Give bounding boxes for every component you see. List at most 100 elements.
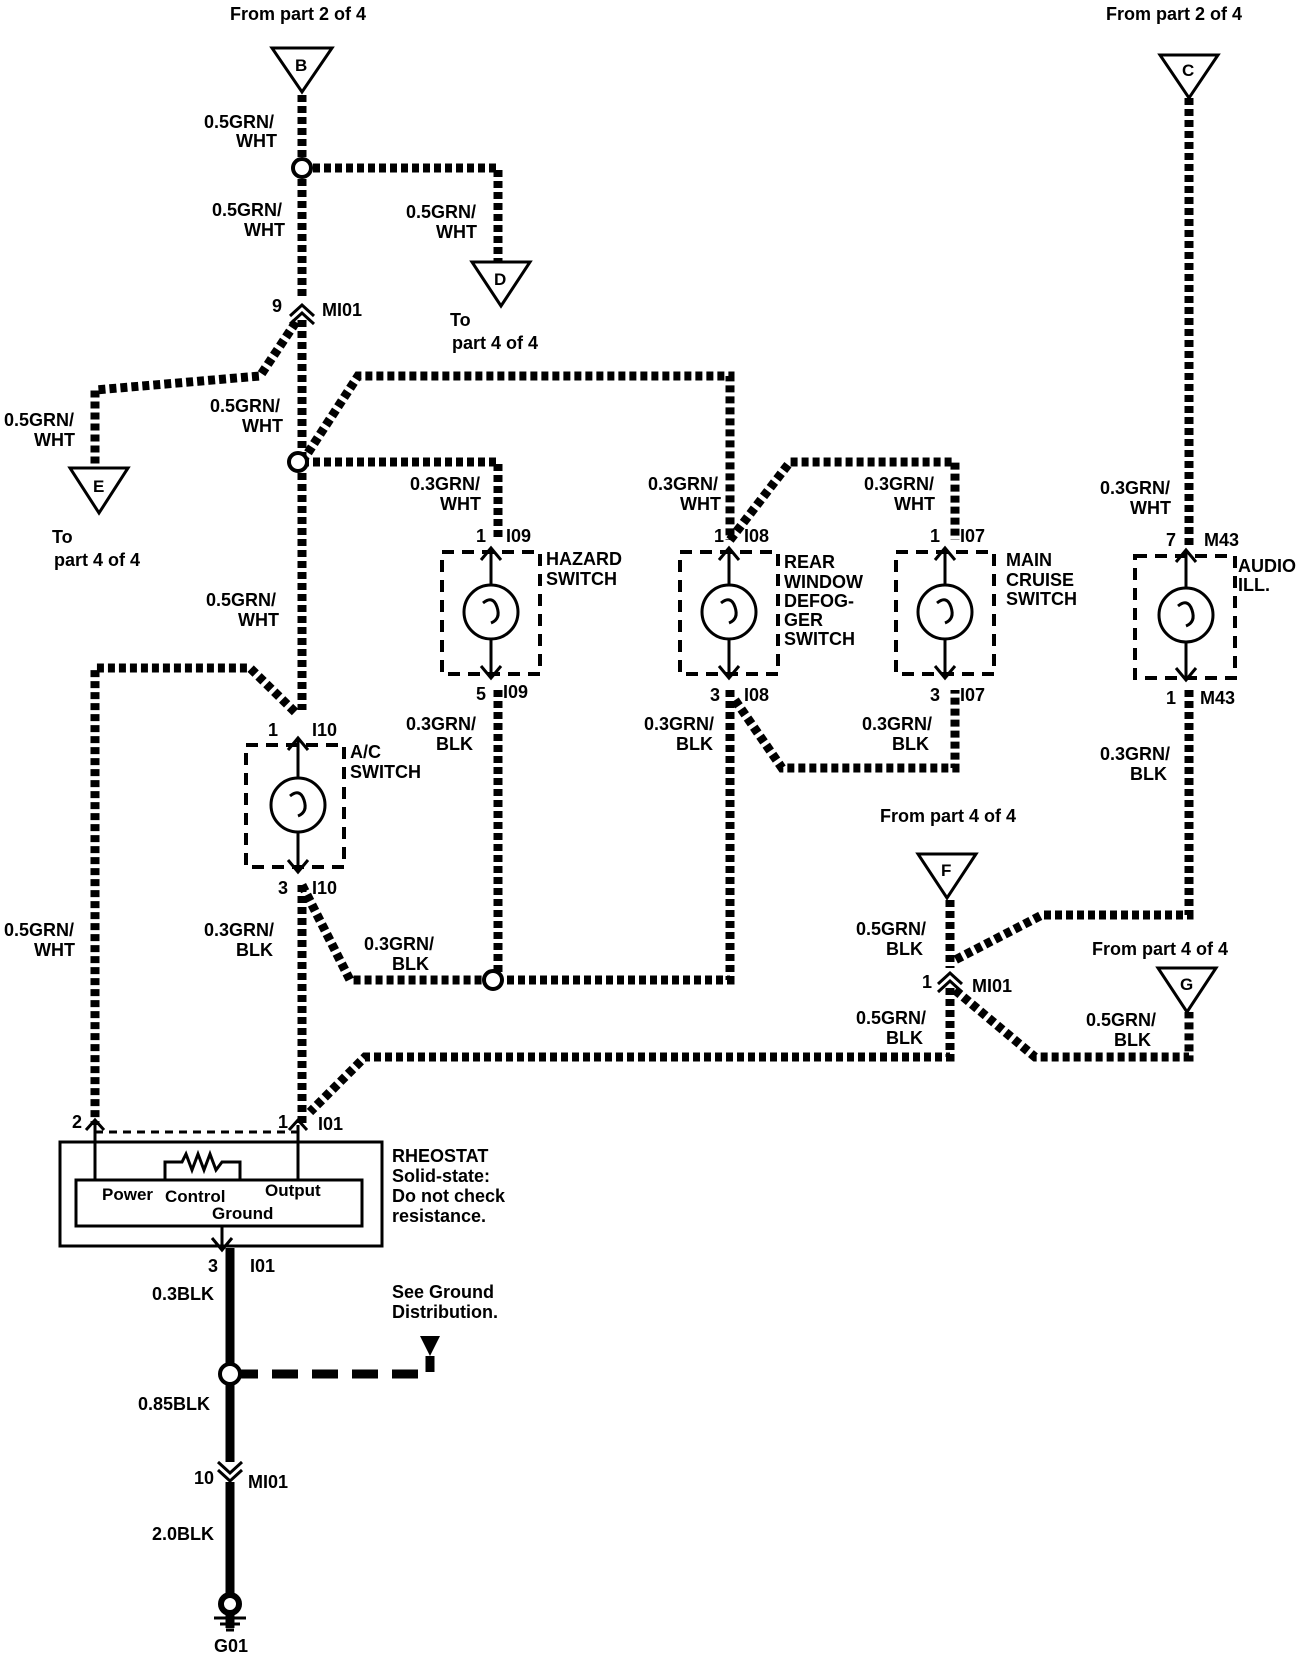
svg-text:BLK: BLK: [236, 940, 273, 960]
rheostat: Power Control Output Ground: [58, 1117, 384, 1253]
svg-text:WHT: WHT: [894, 494, 935, 514]
pin-i08-bot: I08: [744, 685, 769, 705]
wire-label-w17: 0.3GRN/BLK: [364, 934, 434, 974]
rear-window-label-2: WINDOW: [784, 572, 863, 592]
svg-text:0.5GRN/: 0.5GRN/: [4, 410, 74, 430]
svg-text:WHT: WHT: [436, 222, 477, 242]
to-part-e: part 4 of 4: [54, 550, 140, 570]
connector-e: E: [67, 466, 131, 516]
svg-text:0.5GRN/: 0.5GRN/: [4, 920, 74, 940]
svg-text:Distribution.: Distribution.: [392, 1302, 498, 1322]
pin-i09-bot-num: 5: [476, 684, 486, 704]
wire-label-w5: 0.5GRN/WHT: [210, 396, 283, 436]
connector-d: D: [469, 260, 533, 309]
svg-text:BLK: BLK: [436, 734, 473, 754]
pin-i09-bot: I09: [503, 682, 528, 702]
rheostat-ground: Ground: [212, 1204, 273, 1223]
pin-mi01-bot: MI01: [248, 1472, 288, 1492]
pin-i07-bot-num: 3: [930, 685, 940, 705]
rear-window-label-3: DEFOG-: [784, 591, 854, 611]
svg-text:0.3GRN/: 0.3GRN/: [406, 714, 476, 734]
pin-m43-bot: M43: [1200, 688, 1235, 708]
svg-text:WHT: WHT: [34, 430, 75, 450]
pin-i01-top: I01: [318, 1114, 343, 1134]
svg-text:C: C: [1182, 61, 1194, 80]
svg-text:0.3GRN/: 0.3GRN/: [410, 474, 480, 494]
audio-illumination: [1133, 547, 1237, 683]
pin-i01-2: 2: [72, 1112, 82, 1132]
to-label-d: To: [450, 310, 471, 330]
svg-text:D: D: [494, 270, 506, 289]
wire-label-w18: 0.5GRN/BLK: [856, 919, 926, 959]
header-from-part2-left: From part 2 of 4: [230, 4, 366, 24]
pin-mi01-top-num: 9: [272, 296, 282, 316]
wire-label-w20: 0.5GRN/BLK: [1086, 1010, 1156, 1050]
wire-label-w11: 0.3GRN/BLK: [406, 714, 476, 754]
wire-label-w9: 0.3GRN/WHT: [864, 474, 935, 514]
splice-bottom: [482, 969, 504, 991]
header-from-part2-right: From part 2 of 4: [1106, 4, 1242, 24]
hazard-label-2: SWITCH: [546, 569, 617, 589]
svg-text:BLK: BLK: [1114, 1030, 1151, 1050]
pin-i01-bot: I01: [250, 1256, 275, 1276]
rear-window-label-4: GER: [784, 610, 823, 630]
svg-text:0.5GRN/: 0.5GRN/: [856, 1008, 926, 1028]
pin-i01-1: 1: [278, 1112, 288, 1132]
rheostat-note-3: resistance.: [392, 1206, 486, 1226]
connector-f: F: [915, 852, 979, 901]
audio-label-1: AUDIO: [1238, 556, 1296, 576]
pin-m43-top-num: 7: [1166, 530, 1176, 550]
wire-label-w12: 0.3GRN/BLK: [644, 714, 714, 754]
svg-text:E: E: [93, 477, 104, 496]
svg-text:BLK: BLK: [392, 954, 429, 974]
connector-c: C: [1157, 53, 1221, 101]
wire-label-blk1: 0.3BLK: [152, 1284, 214, 1304]
pin-i08-bot-num: 3: [710, 685, 720, 705]
svg-text:0.3GRN/: 0.3GRN/: [644, 714, 714, 734]
pin-i01-3: 3: [208, 1256, 218, 1276]
pin-i08-top: I08: [744, 526, 769, 546]
svg-text:0.5GRN/: 0.5GRN/: [204, 112, 274, 132]
svg-text:BLK: BLK: [886, 939, 923, 959]
inline-connector-mi01-mid: [936, 970, 964, 994]
svg-text:0.5GRN/: 0.5GRN/: [206, 590, 276, 610]
pin-i10-bot-num: 3: [278, 878, 288, 898]
wire-label-w14: 0.3GRN/BLK: [1100, 744, 1170, 784]
pin-i10-top-num: 1: [268, 720, 278, 740]
ground-label: G01: [214, 1636, 248, 1656]
inline-connector-mi01-bottom: [216, 1460, 244, 1484]
svg-text:0.5GRN/: 0.5GRN/: [212, 200, 282, 220]
svg-text:0.3GRN/: 0.3GRN/: [862, 714, 932, 734]
rheostat-output: Output: [265, 1181, 321, 1200]
header-from-part4-g: From part 4 of 4: [1092, 939, 1228, 959]
audio-label-2: ILL.: [1238, 575, 1270, 595]
pin-mi01-mid: MI01: [972, 976, 1012, 996]
svg-text:0.5GRN/: 0.5GRN/: [856, 919, 926, 939]
wire-label-w3: 0.5GRN/WHT: [406, 202, 477, 242]
svg-text:0.3GRN/: 0.3GRN/: [364, 934, 434, 954]
rear-window-label-1: REAR: [784, 552, 835, 572]
wire-label-w15: 0.5GRN/WHT: [4, 920, 75, 960]
ac-label-1: A/C: [350, 742, 381, 762]
pin-i07-top-num: 1: [930, 526, 940, 546]
wires-grn-wht: [90, 95, 1194, 1125]
svg-text:BLK: BLK: [892, 734, 929, 754]
svg-text:BLK: BLK: [886, 1028, 923, 1048]
wire-label-w6: 0.5GRN/WHT: [206, 590, 279, 630]
splice-ground: [218, 1362, 242, 1386]
wire-label-w13: 0.3GRN/BLK: [862, 714, 932, 754]
svg-text:WHT: WHT: [236, 131, 277, 151]
wire-label-blk2: 0.85BLK: [138, 1394, 210, 1414]
pin-i10-bot: I10: [312, 878, 337, 898]
svg-text:0.3GRN/: 0.3GRN/: [1100, 478, 1170, 498]
svg-text:WHT: WHT: [440, 494, 481, 514]
pin-m43-top: M43: [1204, 530, 1239, 550]
hazard-label-1: HAZARD: [546, 549, 622, 569]
svg-text:WHT: WHT: [680, 494, 721, 514]
rheostat-title: RHEOSTAT: [392, 1146, 488, 1166]
splice-top: [291, 157, 313, 179]
pin-mi01-bot-num: 10: [194, 1468, 214, 1488]
pin-mi01-mid-num: 1: [922, 972, 932, 992]
wires-grn-blk: [297, 457, 1194, 1125]
